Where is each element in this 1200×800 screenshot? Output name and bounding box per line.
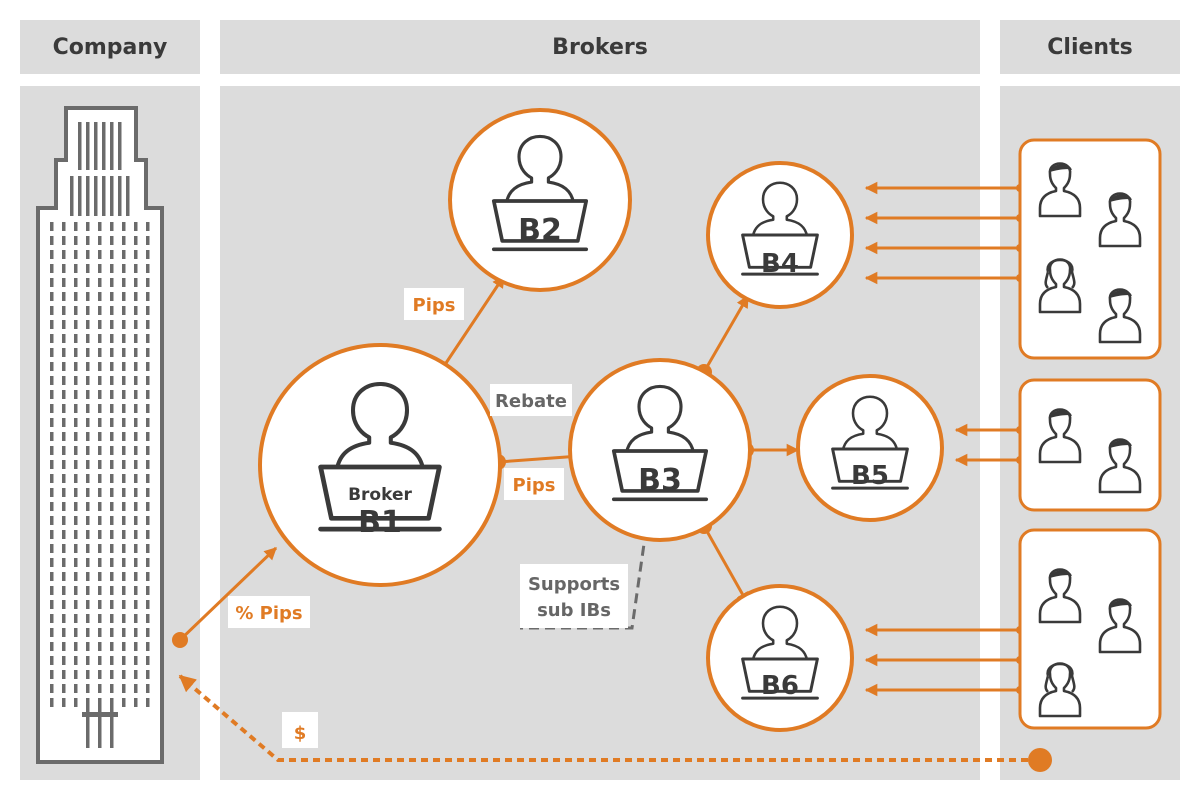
pips-b2-label: Pips (413, 295, 456, 316)
client-group-b4 (1018, 138, 1162, 360)
pips-b2-label-box (404, 288, 464, 320)
clients-header (1000, 20, 1180, 74)
broker-b1-node: Broker B1 (258, 343, 502, 587)
company-connection-dot (172, 632, 188, 648)
payment-return-arrow (178, 674, 1040, 762)
company-to-b1-arrow (178, 546, 278, 642)
clients-payment-dot (1028, 748, 1052, 772)
broker-b5-node: B5 (796, 374, 944, 522)
supports-line1: Supports (528, 574, 620, 595)
clients-header-label: Clients (1047, 35, 1132, 60)
brokers-header-label: Brokers (552, 35, 648, 60)
b1-to-b2-arrow (440, 274, 506, 370)
client-group-b6 (1018, 528, 1162, 730)
b1-to-b3-arrow (497, 450, 582, 464)
company-header (20, 20, 200, 74)
b1-label: B1 (358, 505, 402, 540)
b6-label: B6 (761, 671, 799, 701)
brokers-header (220, 20, 980, 74)
b5-label: B5 (851, 461, 889, 491)
pct-pips-label: % Pips (235, 603, 302, 624)
rebate-label-box (490, 384, 572, 416)
b2-label: B2 (518, 213, 562, 248)
skyscraper-icon (36, 106, 164, 764)
supports-sub-ibs-connector (520, 529, 648, 630)
broker-b4-node: B4 (706, 161, 854, 309)
dollar-label-box (282, 712, 318, 748)
pips-b3-label-box (504, 468, 564, 500)
dollar-label: $ (294, 723, 307, 744)
b3-to-b4-arrow (702, 294, 750, 373)
client-group-b5 (1018, 378, 1162, 512)
b3-label: B3 (638, 463, 682, 498)
b1-caption: Broker (348, 485, 412, 505)
pips-b3-label: Pips (513, 475, 556, 496)
company-header-label: Company (53, 35, 168, 60)
supports-line2: sub IBs (537, 600, 611, 621)
broker-b2-node: B2 (448, 108, 632, 292)
supports-sub-ibs-box (520, 564, 628, 628)
b3-to-b6-arrow (702, 525, 750, 606)
broker-b6-node: B6 (706, 584, 854, 732)
b4-label: B4 (761, 249, 799, 279)
pct-pips-label-box (228, 596, 310, 628)
broker-b3-node: B3 (568, 358, 752, 542)
rebate-label: Rebate (495, 391, 567, 412)
